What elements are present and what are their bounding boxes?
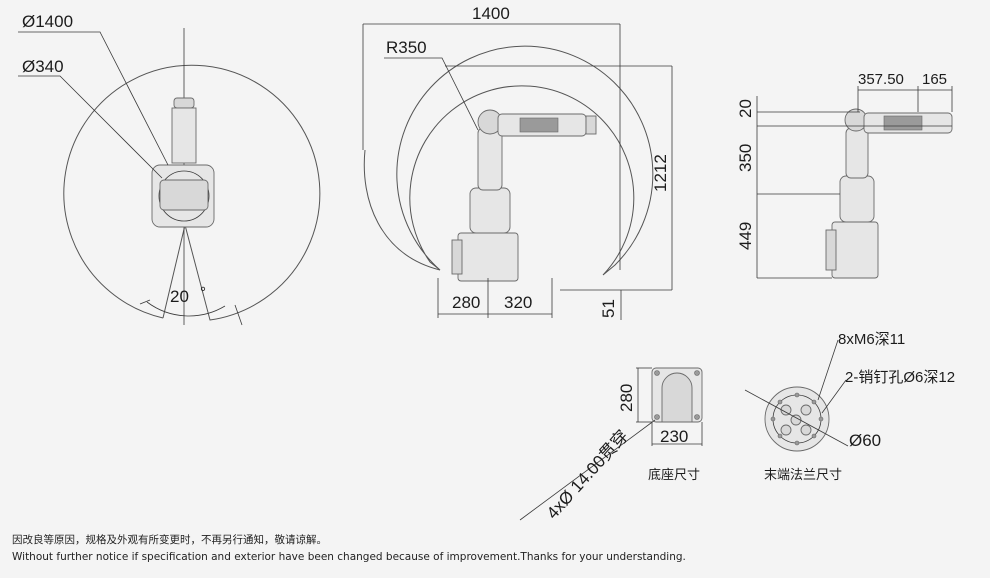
top-view-arrow-left xyxy=(139,299,151,305)
flange-detail-bore xyxy=(780,424,792,436)
side-view-base-connector xyxy=(451,239,463,275)
top-view-dia-reach: Ø1400 xyxy=(22,12,73,31)
flange-detail-bore xyxy=(800,404,812,416)
side-view-width-total: 1400 xyxy=(472,4,510,23)
side-view-radius-leader xyxy=(384,57,479,131)
top-view-joint xyxy=(159,179,209,211)
flange-detail-thread-hole xyxy=(811,399,817,405)
side-view-upper-arm xyxy=(477,127,503,191)
base-detail-holes: 4xØ 14.00贯穿 xyxy=(543,426,632,522)
flange-detail-threads-leader xyxy=(817,339,839,401)
side-view-shoulder xyxy=(469,187,511,234)
base-detail-hole xyxy=(694,370,700,376)
flange-detail: 8xM6深11 2-销钉孔Ø6深12 Ø60 末端法兰尺寸 xyxy=(744,331,955,483)
side-view2-upper-arm xyxy=(845,127,869,179)
flange-detail-thread-hole xyxy=(777,433,783,439)
flange-detail-threads: 8xM6深11 xyxy=(838,331,905,348)
flange-detail-thread-hole xyxy=(794,440,800,446)
side-view-height-total: 1212 xyxy=(651,154,670,192)
side-view-reach-envelope xyxy=(396,45,654,276)
base-detail-dim-230: 230 xyxy=(660,427,688,446)
side-view2-dim-flange: 165 xyxy=(922,71,947,88)
footnote-cn: 因改良等原因，规格及外观有所变更时，不再另行通知，敬请谅解。 xyxy=(12,533,327,546)
flange-detail-pins: 2-销钉孔Ø6深12 xyxy=(845,369,955,386)
top-view-wrist xyxy=(173,97,195,109)
flange-detail-thread-hole xyxy=(794,392,800,398)
flange-detail-thread-hole xyxy=(777,399,783,405)
side-view: 1400 R350 1212 280 320 51 xyxy=(362,4,673,320)
top-view-angle-unit: ° xyxy=(200,284,206,301)
top-view-reach-envelope xyxy=(63,64,321,321)
top-view-arrow-right xyxy=(234,304,243,326)
base-detail-cutout xyxy=(661,372,693,423)
top-view-arm xyxy=(171,107,197,164)
side-view-base xyxy=(457,232,519,282)
side-view2-connector xyxy=(825,229,837,271)
flange-detail-thread-hole xyxy=(818,416,824,422)
base-detail-caption: 底座尺寸 xyxy=(648,467,700,483)
side-view-inner-curve xyxy=(363,149,441,271)
base-detail-hole xyxy=(654,370,660,376)
side-view-forearm-band xyxy=(519,117,559,133)
flange-detail-pins-leader xyxy=(821,379,847,414)
side-view2-base xyxy=(831,221,879,279)
top-view-angle: 20 xyxy=(170,287,189,306)
top-view: Ø1400 Ø340 20 ° xyxy=(18,12,321,326)
flange-detail-bore xyxy=(800,424,812,436)
top-view-dia-base-leader xyxy=(18,75,163,179)
base-detail-dim-280: 280 xyxy=(617,384,636,412)
base-detail-holes-leader xyxy=(519,419,656,521)
side-view-2: 357.50 165 20 350 449 xyxy=(736,71,953,279)
top-view-base-circle xyxy=(158,170,210,222)
top-view-dia-reach-leader xyxy=(18,31,169,166)
base-detail-hole xyxy=(654,414,660,420)
flange-detail-dia: Ø60 xyxy=(849,431,881,450)
side-view-dim-right: 320 xyxy=(504,293,532,312)
top-view-dia-base: Ø340 xyxy=(22,57,64,76)
base-detail: 280 230 4xØ 14.00贯穿 底座尺寸 xyxy=(519,367,703,523)
footnote-en: Without further notice if specification … xyxy=(12,551,686,563)
side-view2-forearm-band xyxy=(883,115,923,131)
flange-detail-diameter-line xyxy=(744,389,849,447)
side-view2-dim-20: 20 xyxy=(736,99,755,118)
flange-detail-caption: 末端法兰尺寸 xyxy=(764,468,842,483)
flange-detail-thread-hole xyxy=(770,416,776,422)
side-view2-dim-reach: 357.50 xyxy=(858,71,904,88)
side-view-dim-bottom: 51 xyxy=(599,299,618,318)
side-view-flange xyxy=(585,115,597,135)
side-view2-shoulder xyxy=(839,175,875,223)
base-detail-hole xyxy=(694,414,700,420)
side-view2-dim-350: 350 xyxy=(736,144,755,172)
side-view-radius: R350 xyxy=(386,38,427,57)
flange-detail-thread-hole xyxy=(811,433,817,439)
side-view-dim-left: 280 xyxy=(452,293,480,312)
side-view2-dim-449: 449 xyxy=(736,222,755,250)
top-view-angle-arc xyxy=(146,301,226,317)
